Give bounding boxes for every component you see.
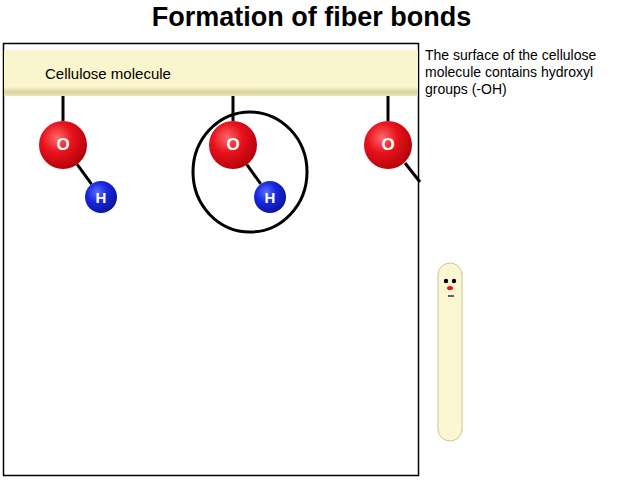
atom-symbol: O [226,135,239,155]
oxygen-atom: O [364,121,412,169]
bond-line [77,164,91,184]
bond-line [405,163,420,182]
oxygen-atom: O [39,121,87,169]
atom-symbol: H [96,189,107,206]
note-text: The surface of the cellulose molecule co… [425,47,617,98]
oxygen-atom: O [209,121,257,169]
fiber-figure [438,263,462,441]
bond-line [247,165,261,184]
panel-frame [4,44,419,476]
highlight-ellipse [193,112,307,232]
hydrogen-atom: H [85,181,117,213]
bond-line [62,96,65,121]
atom-symbol: O [381,135,394,155]
band-label: Cellulose molecule [45,65,171,82]
hydrogen-atom: H [254,181,286,213]
bond-line [232,96,235,121]
bond-line [387,96,390,121]
atom-symbol: O [56,135,69,155]
atom-symbol: H [265,189,276,206]
title: Formation of fiber bonds [0,2,623,33]
cellulose-band: Cellulose molecule [4,50,418,96]
